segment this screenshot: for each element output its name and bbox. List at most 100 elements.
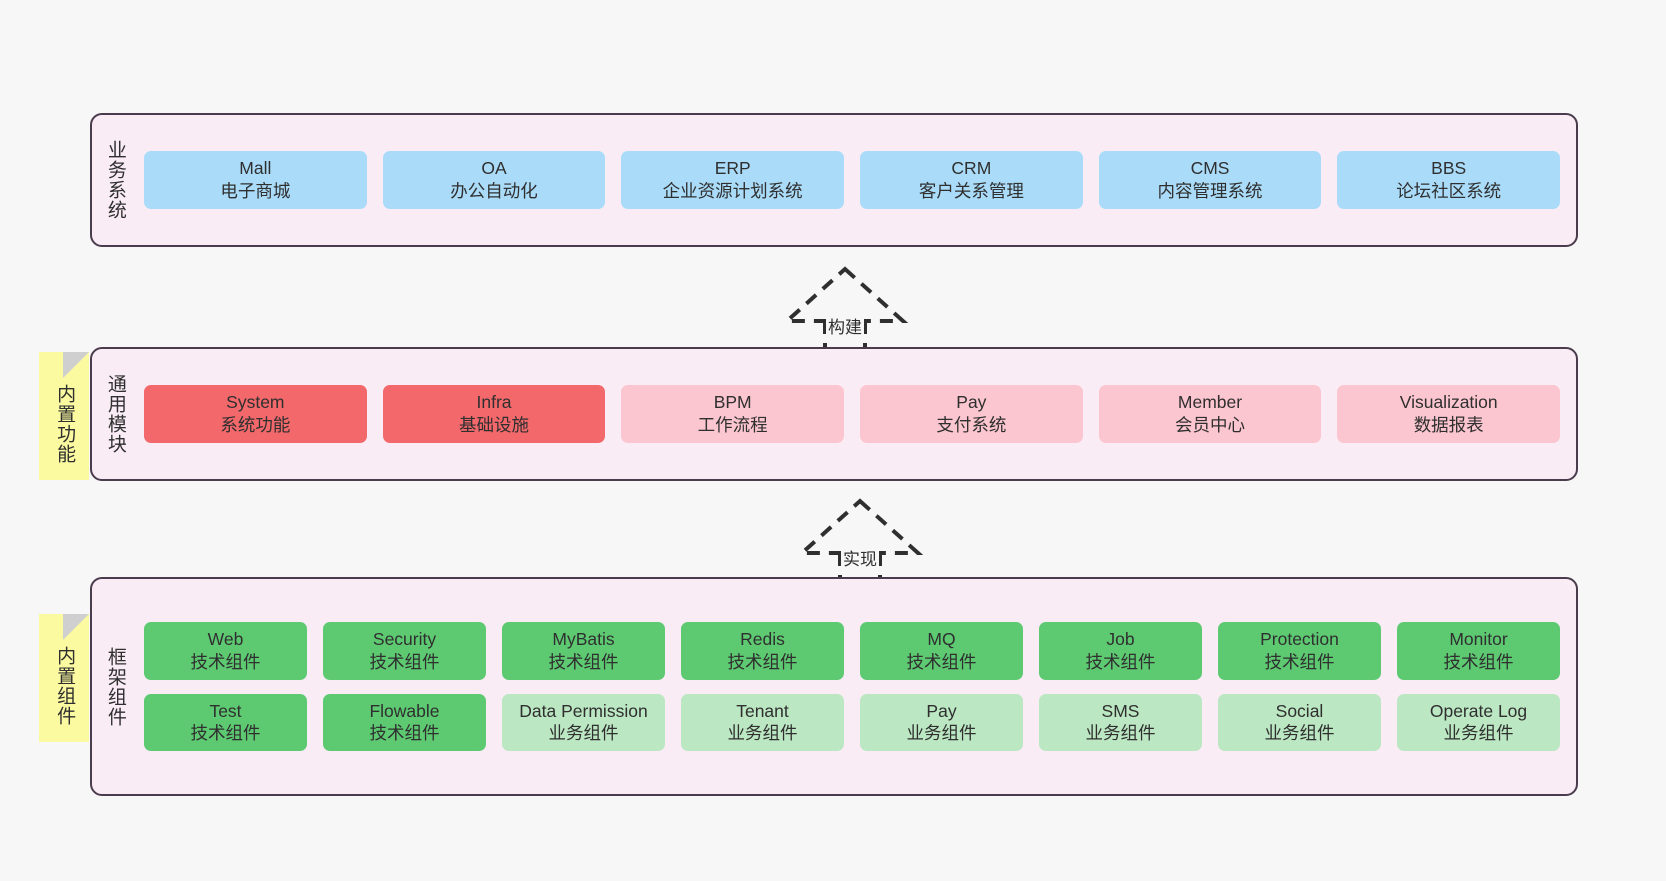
card-grid-common-module: System 系统功能 Infra 基础设施 BPM 工作流程 Pay 支付系统… bbox=[138, 349, 1576, 479]
arrow-build: 构建 bbox=[760, 263, 930, 359]
card-title-en: Social bbox=[1275, 700, 1324, 721]
card-title-en: MQ bbox=[927, 629, 956, 649]
card-crm[interactable]: CRM 客户关系管理 bbox=[860, 151, 1083, 209]
card-title-cn: 业务组件 bbox=[727, 723, 798, 744]
card-title-en: Mall bbox=[239, 158, 272, 179]
card-title-cn: 工作流程 bbox=[697, 415, 768, 435]
card-title-en: SMS bbox=[1101, 700, 1140, 721]
card-mall[interactable]: Mall 电子商城 bbox=[144, 151, 367, 209]
card-title-en: Security bbox=[372, 629, 437, 649]
card-title-cn: 电子商城 bbox=[220, 181, 291, 201]
card-title-en: BPM bbox=[713, 392, 752, 413]
card-row: System 系统功能 Infra 基础设施 BPM 工作流程 Pay 支付系统… bbox=[144, 385, 1561, 443]
note-builtin-features: 内置功能 bbox=[39, 352, 89, 480]
card-grid-business-system: Mall 电子商城 OA 办公自动化 ERP 企业资源计划系统 CRM 客户关系… bbox=[138, 115, 1576, 245]
layer-title-framework-component: 框架组件 bbox=[104, 646, 126, 727]
card-cms[interactable]: CMS 内容管理系统 bbox=[1098, 151, 1322, 209]
card-social[interactable]: Social 业务组件 bbox=[1218, 693, 1381, 751]
card-title-en: Member bbox=[1177, 392, 1243, 413]
card-title-cn: 基础设施 bbox=[459, 415, 529, 435]
card-title-cn: 办公自动化 bbox=[450, 181, 538, 201]
note-builtin-components-label: 内置组件 bbox=[54, 646, 76, 726]
card-oa[interactable]: OA 办公自动化 bbox=[382, 151, 606, 209]
card-tenant[interactable]: Tenant 业务组件 bbox=[681, 693, 844, 751]
card-row: Test 技术组件 Flowable 技术组件 Data Permission … bbox=[144, 693, 1560, 751]
card-flowable[interactable]: Flowable 技术组件 bbox=[323, 693, 486, 751]
card-test[interactable]: Test 技术组件 bbox=[144, 693, 307, 751]
card-title-cn: 内容管理系统 bbox=[1157, 181, 1263, 201]
card-infra[interactable]: Infra 基础设施 bbox=[382, 385, 606, 443]
card-title-cn: 技术组件 bbox=[548, 651, 619, 672]
card-title-cn: 技术组件 bbox=[369, 651, 440, 672]
card-title-en: Protection bbox=[1260, 629, 1339, 649]
card-title-cn: 客户关系管理 bbox=[918, 181, 1024, 201]
card-title-en: MyBatis bbox=[552, 629, 615, 649]
card-title-cn: 支付系统 bbox=[936, 415, 1007, 435]
card-security[interactable]: Security 技术组件 bbox=[323, 622, 486, 680]
card-title-en: System bbox=[226, 392, 285, 413]
card-grid-framework-component: Web 技术组件 Security 技术组件 MyBatis 技术组件 Redi… bbox=[138, 579, 1576, 794]
card-data-permission[interactable]: Data Permission 业务组件 bbox=[502, 693, 665, 751]
card-title-en: Web bbox=[207, 629, 244, 649]
card-title-cn: 系统功能 bbox=[220, 415, 291, 435]
card-mybatis[interactable]: MyBatis 技术组件 bbox=[502, 622, 665, 680]
card-title-en: CMS bbox=[1190, 158, 1230, 179]
card-web[interactable]: Web 技术组件 bbox=[144, 622, 307, 680]
note-builtin-components: 内置组件 bbox=[39, 614, 89, 742]
card-title-en: Data Permission bbox=[519, 700, 648, 721]
card-bpm[interactable]: BPM 工作流程 bbox=[621, 385, 845, 443]
card-row: Web 技术组件 Security 技术组件 MyBatis 技术组件 Redi… bbox=[144, 622, 1560, 680]
layer-business-system: 业务系统 Mall 电子商城 OA 办公自动化 ERP 企业资源计划系统 CRM… bbox=[90, 113, 1578, 247]
card-title-cn: 论坛社区系统 bbox=[1396, 181, 1502, 201]
card-title-cn: 数据报表 bbox=[1413, 415, 1484, 435]
arrow-build-label: 构建 bbox=[826, 313, 864, 338]
card-title-en: CRM bbox=[951, 158, 992, 179]
card-row: Mall 电子商城 OA 办公自动化 ERP 企业资源计划系统 CRM 客户关系… bbox=[144, 151, 1561, 209]
card-title-cn: 企业资源计划系统 bbox=[662, 181, 803, 201]
card-title-cn: 技术组件 bbox=[1264, 651, 1335, 672]
card-mq[interactable]: MQ 技术组件 bbox=[860, 622, 1023, 680]
card-title-cn: 技术组件 bbox=[190, 723, 261, 744]
card-member[interactable]: Member 会员中心 bbox=[1098, 385, 1322, 443]
card-title-cn: 会员中心 bbox=[1175, 415, 1246, 435]
card-system[interactable]: System 系统功能 bbox=[144, 385, 367, 443]
card-title-en: Test bbox=[209, 700, 242, 721]
card-title-en: Pay bbox=[956, 392, 987, 413]
card-title-cn: 技术组件 bbox=[369, 723, 440, 744]
card-job[interactable]: Job 技术组件 bbox=[1039, 622, 1202, 680]
card-title-en: Pay bbox=[926, 700, 957, 721]
card-erp[interactable]: ERP 企业资源计划系统 bbox=[621, 151, 845, 209]
note-builtin-features-label: 内置功能 bbox=[54, 384, 76, 464]
card-title-cn: 业务组件 bbox=[1085, 723, 1156, 744]
card-title-cn: 技术组件 bbox=[727, 651, 798, 672]
card-sms[interactable]: SMS 业务组件 bbox=[1039, 693, 1202, 751]
card-operate-log[interactable]: Operate Log 业务组件 bbox=[1397, 693, 1560, 751]
card-title-en: BBS bbox=[1431, 158, 1467, 179]
layer-title-common-module: 通用模块 bbox=[104, 374, 126, 454]
card-title-en: Tenant bbox=[736, 700, 789, 721]
card-monitor[interactable]: Monitor 技术组件 bbox=[1397, 622, 1560, 680]
card-visualization[interactable]: Visualization 数据报表 bbox=[1337, 385, 1561, 443]
card-title-cn: 业务组件 bbox=[548, 723, 619, 744]
card-pay-component[interactable]: Pay 业务组件 bbox=[860, 693, 1023, 751]
card-title-cn: 技术组件 bbox=[190, 651, 261, 672]
card-pay-module[interactable]: Pay 支付系统 bbox=[860, 385, 1083, 443]
layer-title-business-system: 业务系统 bbox=[104, 140, 126, 220]
card-title-en: Job bbox=[1106, 629, 1135, 649]
card-title-cn: 业务组件 bbox=[906, 723, 977, 744]
arrow-implement-label: 实现 bbox=[841, 545, 879, 570]
card-title-cn: 业务组件 bbox=[1264, 723, 1335, 744]
layer-framework-component: 框架组件 Web 技术组件 Security 技术组件 MyBatis 技术组件… bbox=[90, 577, 1578, 796]
card-title-en: Operate Log bbox=[1429, 700, 1528, 721]
card-title-en: ERP bbox=[714, 158, 751, 179]
card-redis[interactable]: Redis 技术组件 bbox=[681, 622, 844, 680]
card-protection[interactable]: Protection 技术组件 bbox=[1218, 622, 1381, 680]
card-title-en: Redis bbox=[740, 629, 785, 649]
card-title-en: Flowable bbox=[369, 700, 440, 721]
layer-common-module: 通用模块 System 系统功能 Infra 基础设施 BPM 工作流程 Pay… bbox=[90, 347, 1578, 481]
card-title-cn: 业务组件 bbox=[1443, 723, 1514, 744]
card-title-en: OA bbox=[481, 158, 507, 179]
card-title-en: Infra bbox=[476, 392, 512, 413]
card-bbs[interactable]: BBS 论坛社区系统 bbox=[1337, 151, 1561, 209]
